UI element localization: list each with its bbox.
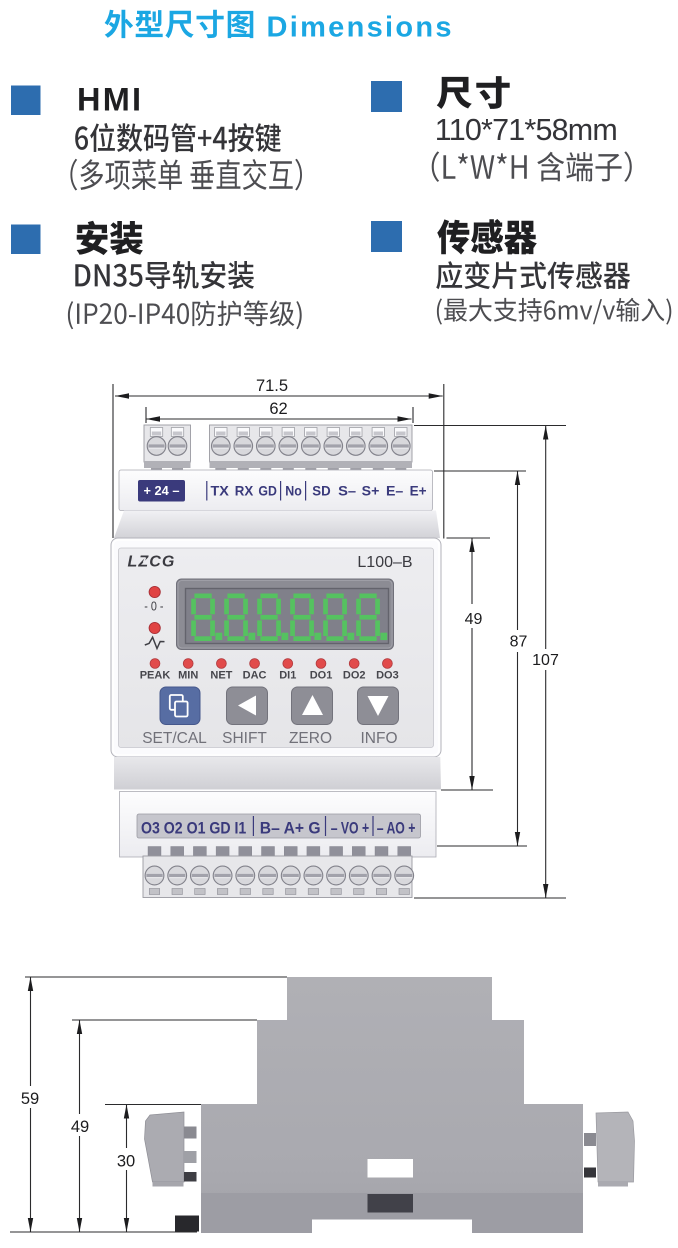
svg-text:L100–B: L100–B <box>357 554 412 571</box>
svg-text:No: No <box>285 482 302 498</box>
svg-text:DO3: DO3 <box>376 670 399 682</box>
svg-text:DI1: DI1 <box>279 670 296 682</box>
svg-text:E–: E– <box>386 482 404 498</box>
svg-text:PEAK: PEAK <box>140 670 171 682</box>
svg-text:E+: E+ <box>410 482 427 498</box>
svg-text:LZCG: LZCG <box>128 554 176 571</box>
svg-text:HMI: HMI <box>77 81 141 117</box>
svg-text:SET/CAL: SET/CAL <box>142 730 207 747</box>
svg-text:110*71*58mm: 110*71*58mm <box>435 113 617 147</box>
svg-text:59: 59 <box>21 1090 39 1108</box>
svg-text:107: 107 <box>532 652 559 669</box>
svg-text:49: 49 <box>71 1118 89 1136</box>
svg-text:S–: S– <box>338 482 356 498</box>
svg-text:SHIFT: SHIFT <box>222 730 267 747</box>
svg-text:NET: NET <box>210 670 232 682</box>
svg-text:RX: RX <box>235 482 254 498</box>
svg-text:O3 O2 O1 GD I1: O3 O2 O1 GD I1 <box>141 819 246 838</box>
svg-text:MIN: MIN <box>178 670 198 682</box>
svg-text:GD: GD <box>258 482 277 498</box>
svg-text:DO2: DO2 <box>343 670 366 682</box>
svg-text:49: 49 <box>465 611 483 628</box>
svg-text:71.5: 71.5 <box>256 377 288 395</box>
svg-text:+ 24 –: + 24 – <box>144 483 180 498</box>
svg-text:62: 62 <box>269 400 287 418</box>
svg-text:B– A+ G: B– A+ G <box>260 819 321 838</box>
svg-text:DO1: DO1 <box>310 670 333 682</box>
svg-text:– AO +: – AO + <box>377 819 416 838</box>
svg-text:Dimensions: Dimensions <box>267 12 452 44</box>
svg-text:TX: TX <box>211 482 230 498</box>
svg-text:SD: SD <box>312 482 330 498</box>
svg-text:DAC: DAC <box>243 670 267 682</box>
svg-text:87: 87 <box>510 634 528 651</box>
svg-text:- 0 -: - 0 - <box>144 599 163 614</box>
svg-text:S+: S+ <box>362 482 380 498</box>
svg-text:ZERO: ZERO <box>289 730 332 747</box>
svg-text:30: 30 <box>117 1153 135 1171</box>
svg-text:INFO: INFO <box>360 730 397 747</box>
svg-text:– VO +: – VO + <box>331 819 369 838</box>
